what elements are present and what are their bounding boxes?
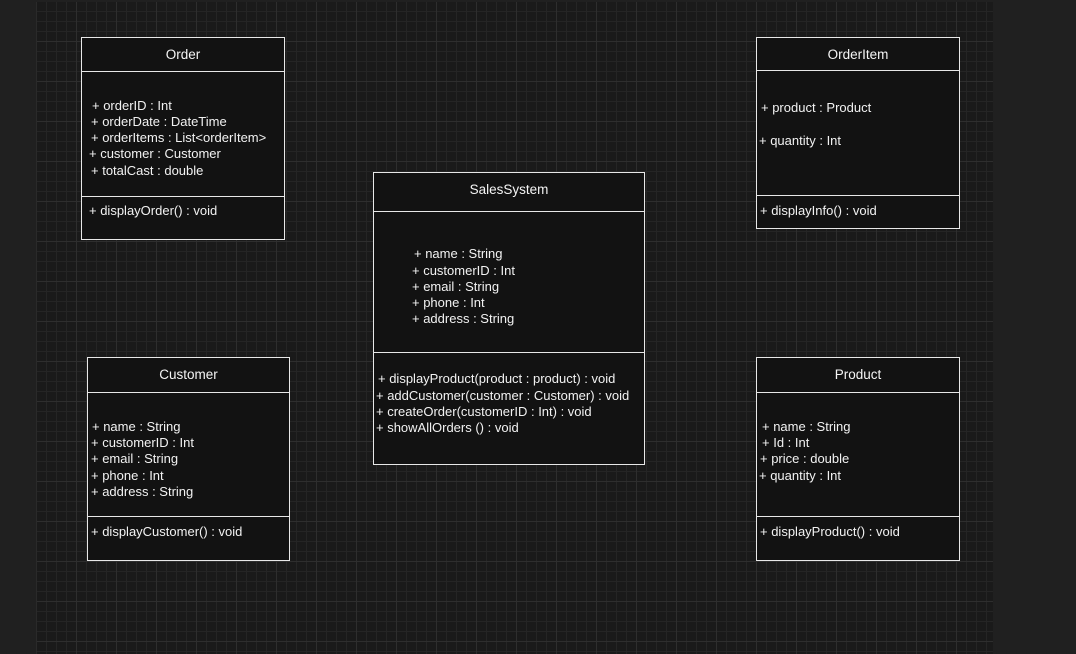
attribute: + name : String bbox=[92, 419, 181, 434]
class-salessystem[interactable]: SalesSystem + name : String + customerID… bbox=[373, 172, 645, 465]
attribute: + email : String bbox=[91, 451, 179, 466]
class-divider bbox=[82, 71, 284, 72]
method: + displayProduct() : void bbox=[760, 524, 900, 539]
class-divider bbox=[757, 516, 959, 517]
attribute: + phone : Int bbox=[412, 295, 485, 310]
attribute: + name : String bbox=[762, 419, 851, 434]
attribute: + price : double bbox=[760, 451, 850, 466]
class-title: Customer bbox=[159, 367, 218, 382]
method: + showAllOrders () : void bbox=[376, 420, 519, 435]
method: + displayProduct(product : product) : vo… bbox=[378, 371, 616, 386]
class-divider bbox=[88, 516, 289, 517]
class-divider bbox=[82, 196, 284, 197]
attribute: + phone : Int bbox=[91, 468, 164, 483]
attribute: + email : String bbox=[412, 279, 500, 294]
class-divider bbox=[374, 211, 644, 212]
method: + displayInfo() : void bbox=[760, 203, 877, 218]
attribute: + customer : Customer bbox=[89, 146, 221, 161]
class-divider bbox=[757, 195, 959, 196]
method: + addCustomer(customer : Customer) : voi… bbox=[376, 388, 630, 403]
attribute: + address : String bbox=[412, 311, 515, 326]
method: + displayOrder() : void bbox=[89, 203, 218, 218]
method: + displayCustomer() : void bbox=[91, 524, 243, 539]
class-title: Product bbox=[834, 367, 882, 382]
attribute: + quantity : Int bbox=[759, 133, 842, 148]
attribute: + totalCast : double bbox=[91, 163, 204, 178]
class-divider bbox=[757, 392, 959, 393]
attribute: + customerID : Int bbox=[91, 435, 194, 450]
class-customer[interactable]: Customer + name : String + customerID : … bbox=[87, 357, 290, 561]
attribute: + address : String bbox=[91, 484, 194, 499]
attribute: + name : String bbox=[414, 246, 503, 261]
attribute: + orderItems : List<orderItem> bbox=[91, 130, 267, 145]
class-product[interactable]: Product + name : String + Id : Int + pri… bbox=[756, 357, 960, 561]
attribute: + orderDate : DateTime bbox=[91, 114, 227, 129]
method: + createOrder(customerID : Int) : void bbox=[376, 404, 592, 419]
class-title: OrderItem bbox=[827, 47, 889, 62]
class-divider bbox=[374, 352, 644, 353]
class-order[interactable]: Order + orderID : Int + orderDate : Date… bbox=[81, 37, 285, 240]
attribute: + orderID : Int bbox=[92, 98, 172, 113]
class-title: SalesSystem bbox=[469, 182, 549, 197]
class-orderitem[interactable]: OrderItem + product : Product + quantity… bbox=[756, 37, 960, 229]
right-panel-gutter bbox=[993, 0, 1076, 654]
attribute: + product : Product bbox=[761, 100, 872, 115]
class-title: Order bbox=[165, 47, 201, 62]
attribute: + customerID : Int bbox=[412, 263, 515, 278]
attribute: + quantity : Int bbox=[759, 468, 842, 483]
class-divider bbox=[88, 392, 289, 393]
class-divider bbox=[757, 70, 959, 71]
attribute: + Id : Int bbox=[762, 435, 810, 450]
